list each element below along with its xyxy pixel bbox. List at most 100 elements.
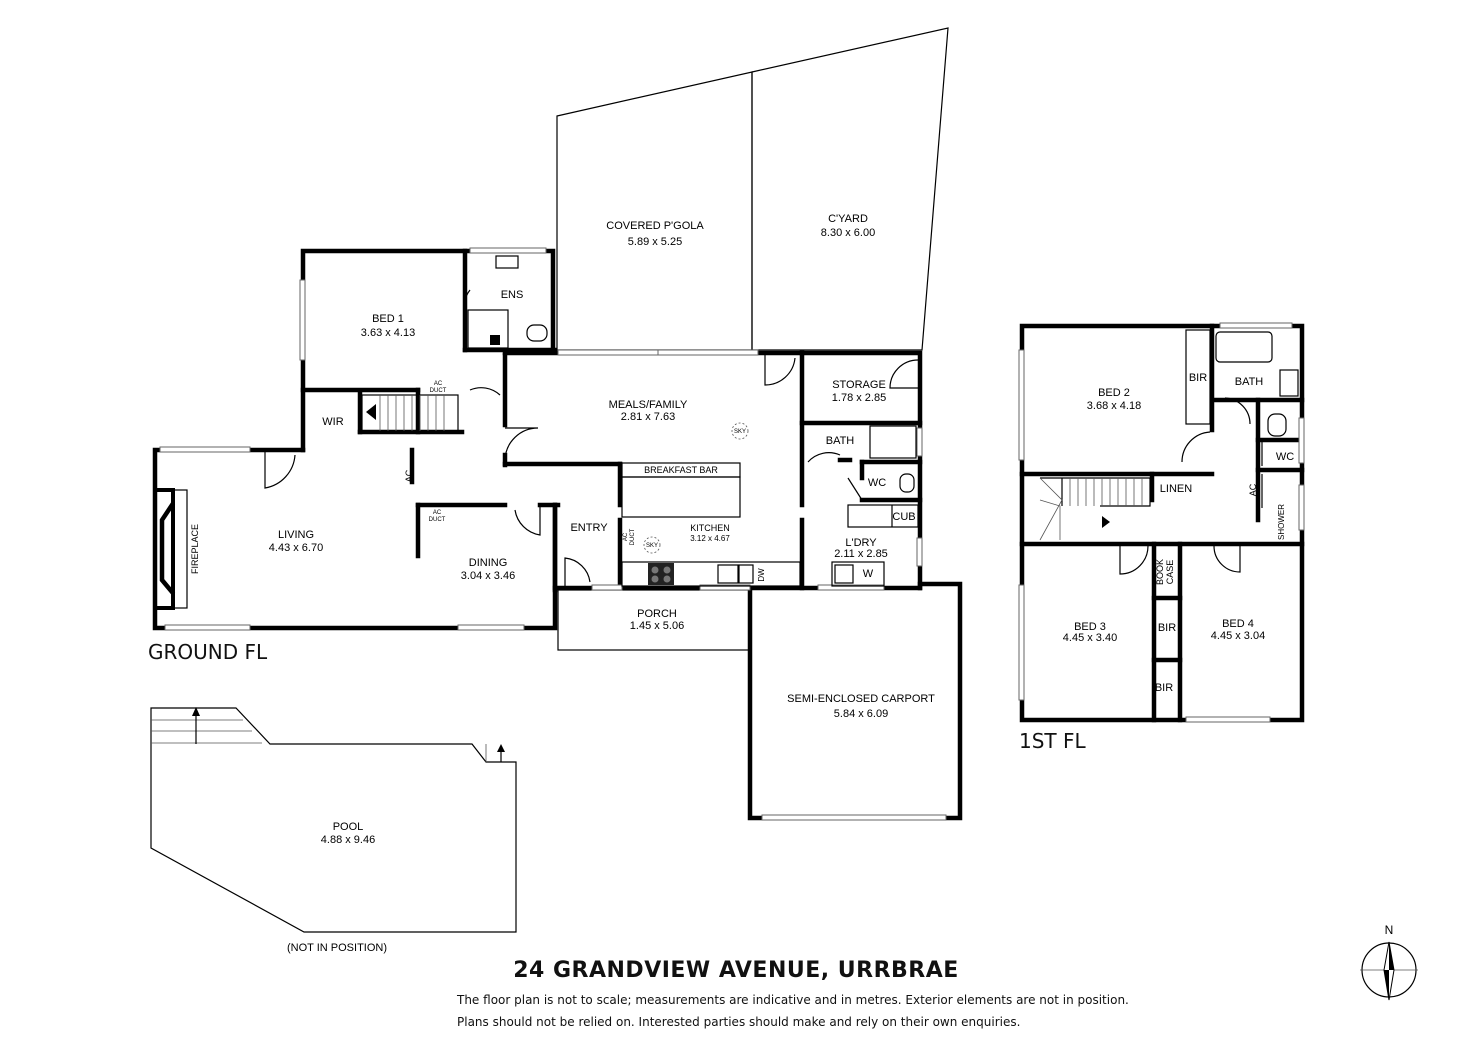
first-floor-fixtures [1018,322,1305,723]
cupboard [847,504,919,528]
breakfast-bar-name: BREAKFAST BAR [644,465,718,475]
door-swing [764,355,796,386]
cooktop-icon [648,563,674,585]
window [657,349,759,356]
kitchen-island [621,476,741,518]
dining-name: DINING [469,557,508,569]
window [817,584,885,591]
window [1018,584,1025,701]
laundry-dim: 2.11 x 2.85 [834,548,888,560]
first-stairs [1039,477,1151,541]
door-swing [504,427,539,461]
carport-dim: 5.84 x 6.09 [834,708,888,720]
sky-label: SKY [734,429,746,435]
courtyard-name: C'YARD [828,213,868,225]
duct-block [490,335,500,345]
sink-icon [717,564,739,584]
kitchen-dim: 3.12 x 4.67 [690,534,730,543]
shower-icon [869,425,917,459]
bookcase-line2: CASE [1165,560,1175,585]
window [299,279,306,361]
robe [1185,329,1211,425]
bed4-name: BED 4 [1222,618,1254,630]
courtyard-outline [751,27,949,351]
window [916,427,923,457]
compass-icon: N [1360,923,1418,1001]
window [1219,322,1293,329]
door-swing [807,452,841,463]
door-swing [514,505,541,536]
door-swing [889,359,919,389]
fireplace-hearth [172,489,188,609]
wall [152,447,558,631]
ac-duct-label: DUCT [430,388,447,394]
ground-floor-label: GROUND FL [148,640,268,664]
window [761,814,947,821]
window [1298,484,1305,531]
ac-duct-label: AC [433,510,442,516]
kitchen-name: KITCHEN [690,523,730,533]
window [1018,349,1025,461]
fireplace-name: FIREPLACE [190,524,200,574]
fireplace-box [153,488,175,610]
pergola-name: COVERED P'GOLA [606,220,704,232]
bed3-dim: 4.45 x 3.40 [1063,632,1117,644]
sink-icon [738,564,754,584]
cub-name: CUB [892,511,915,523]
door-swing [1119,545,1149,575]
bed3-name: BED 3 [1074,621,1106,633]
linen-name: LINEN [1160,483,1192,495]
bath-ground-name: BATH [826,435,855,447]
toilet-icon [526,324,548,342]
porch-dim: 1.45 x 5.06 [630,620,684,632]
window [916,537,923,567]
meals-dim: 2.81 x 7.63 [621,411,675,423]
courtyard-dim: 8.30 x 6.00 [821,227,875,239]
bed1-name: BED 1 [372,313,404,325]
pergola-outline [556,71,753,351]
window [699,584,751,591]
dining-dim: 3.04 x 3.46 [461,570,515,582]
fireplace-insert [159,501,176,596]
bed2-name: BED 2 [1098,387,1130,399]
ac-duct-label: DUCT [429,517,446,523]
pool-outline [150,707,517,933]
ens-name: ENS [501,289,524,301]
bed4-dim: 4.45 x 3.04 [1211,630,1265,642]
ac-duct-label: AC [434,381,443,387]
window [1185,716,1271,723]
vanity-icon [1279,369,1299,397]
ac-duct-label: AC [623,532,629,541]
meals-name: MEALS/FAMILY [609,399,688,411]
window [1298,417,1305,464]
wc-first-name: WC [1276,451,1294,463]
shower-icon [467,309,509,349]
bookcase-line1: BOOK [1155,559,1165,585]
stair-arrow-icon [366,404,376,420]
ac-duct-label: DUCT [630,528,636,545]
bir4-name: BIR [1155,682,1173,694]
door-swing [847,477,863,501]
storage-dim: 1.78 x 2.85 [832,392,886,404]
wall [799,350,923,591]
wc-ground-name: WC [868,477,886,489]
window [591,584,623,591]
entry-name: ENTRY [570,522,608,534]
pergola-dim: 5.89 x 5.25 [628,236,682,248]
kitchen-bench [621,561,801,587]
outdoor-areas [150,27,949,933]
door-swing [1224,397,1251,425]
ground-floor-fixtures [153,247,947,821]
window [164,624,251,631]
bath-first-name: BATH [1235,376,1264,388]
disclaimer-line-1: The floor plan is not to scale; measurem… [457,993,1129,1007]
skylight-icon [643,536,661,554]
door-swing [564,557,591,586]
pool-step-arrow-head [192,707,200,716]
sky-label: SKY [646,543,658,549]
room-labels: COVERED P'GOLA 5.89 x 5.25 C'YARD 8.30 x… [190,213,1294,954]
door-swing [463,289,471,317]
door-swing [1213,545,1241,573]
shower-name: SHOWER [1277,504,1286,540]
